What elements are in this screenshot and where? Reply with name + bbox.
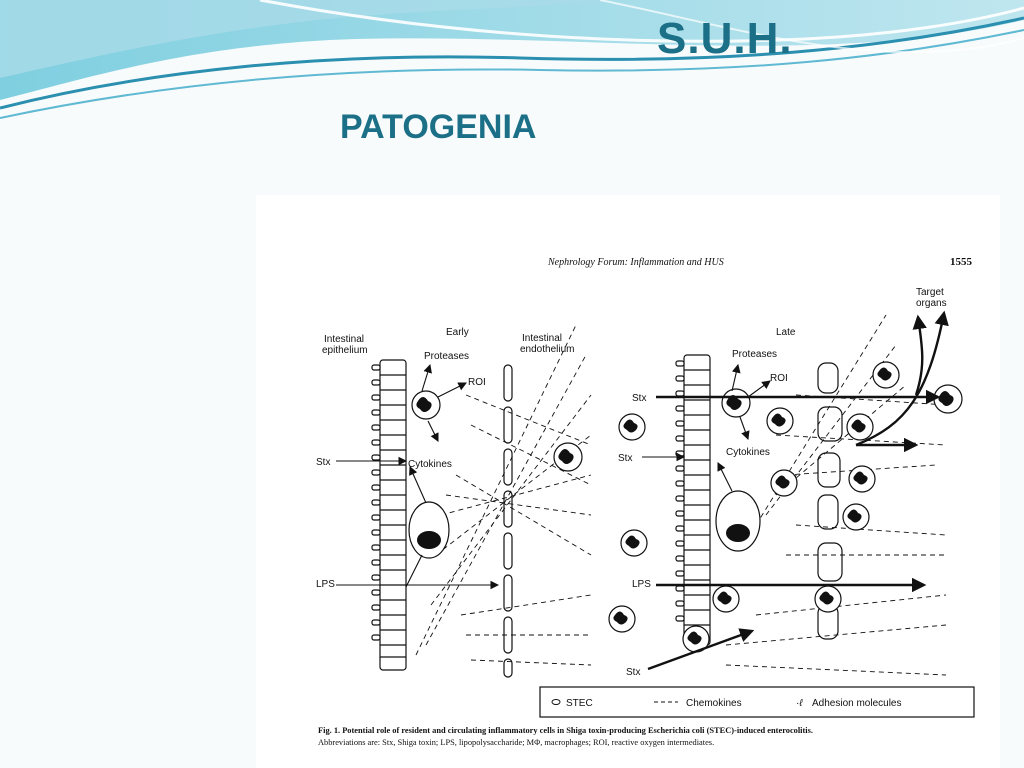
legend-stec: STEC (566, 698, 593, 709)
label-early: Early (446, 327, 469, 338)
journal-header: Nephrology Forum: Inflammation and HUS (547, 257, 724, 268)
label-lps-early: LPS (316, 579, 335, 590)
epithelium-column-early (371, 359, 407, 671)
pathogenesis-diagram: Nephrology Forum: Inflammation and HUS 1… (316, 256, 975, 747)
label-late: Late (776, 327, 796, 338)
page-number: 1555 (950, 256, 973, 268)
decorative-wave-header (0, 0, 1024, 119)
label-cytokines-early: Cytokines (408, 459, 452, 470)
neutrophil-early-vessel (553, 442, 583, 472)
svg-text:·ℓ: ·ℓ (796, 698, 803, 709)
epithelium-column-late (675, 354, 711, 646)
label-target-1: Target (916, 287, 944, 298)
neutrophil-early (411, 390, 441, 420)
label-stx-early: Stx (316, 457, 330, 468)
legend-chemokines: Chemokines (686, 698, 742, 709)
endothelium-column-early (503, 364, 513, 678)
label-lps-late: LPS (632, 579, 651, 590)
neutrophils-late (608, 361, 963, 653)
figure-caption-2: Abbreviations are: Stx, Shiga toxin; LPS… (318, 738, 714, 747)
label-proteases-late: Proteases (732, 349, 777, 360)
label-stx-late-top: Stx (632, 393, 646, 404)
macrophage-early (408, 501, 450, 559)
label-stx-late-bottom: Stx (626, 667, 640, 678)
macrophage-late (715, 490, 761, 552)
label-roi-early: ROI (468, 377, 486, 388)
label-proteases-early: Proteases (424, 351, 469, 362)
slide-subtitle: PATOGENIA (340, 108, 537, 146)
legend-adhesion: Adhesion molecules (812, 698, 902, 709)
slide-title: S.U.H. (657, 14, 793, 63)
figure-caption-1: Fig. 1. Potential role of resident and c… (318, 726, 813, 735)
legend: STEC Chemokines ·ℓ Adhesion molecules (539, 686, 975, 718)
figure-scan: Nephrology Forum: Inflammation and HUS 1… (256, 195, 1000, 768)
arrows-early (336, 363, 500, 590)
chemokine-lines-early (415, 324, 592, 666)
label-roi-late: ROI (770, 373, 788, 384)
arrows-late (642, 310, 949, 671)
label-endothelium-1: Intestinal (522, 333, 562, 344)
label-epithelium-1: Intestinal (324, 334, 364, 345)
label-stx-late-mid: Stx (618, 453, 632, 464)
label-epithelium-2: epithelium (322, 345, 368, 356)
label-target-2: organs (916, 298, 947, 309)
label-cytokines-late: Cytokines (726, 447, 770, 458)
label-endothelium-2: endothelium (520, 344, 574, 355)
